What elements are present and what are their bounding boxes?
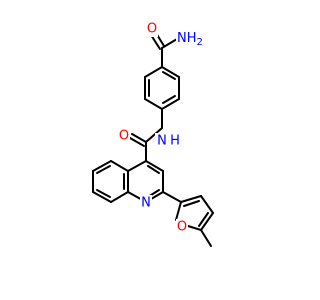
atom-mid-carbonyl-oxygen: O: [118, 128, 130, 144]
bond-mid-carbonyl-double-a: [131, 133, 147, 143]
benzo-inner-double-1: [96, 165, 111, 174]
atom-labels: O NH2 O N H N O: [118, 21, 206, 235]
atom-label-o-furan: O: [177, 220, 187, 235]
bond-top-carbonyl-double-b: [150, 34, 161, 50]
benzo-bond-c4a-c5: [110, 160, 129, 172]
molecule-canvas: O NH2 O N H N O: [92, 21, 214, 247]
benzene-bond-3: [161, 98, 180, 110]
furan-bond-c4-c5: [200, 212, 214, 231]
bonds: [92, 32, 214, 247]
atom-mid-amide-nh: N H: [155, 133, 180, 149]
atom-label-o-mid: O: [119, 129, 129, 144]
benzo-inner-double-2: [96, 189, 111, 198]
bond-furan-methyl: [200, 229, 212, 247]
molecule-structure-drawing: O NH2 O N H N O: [92, 21, 214, 247]
quinoline-bond-c4a-c4: [127, 160, 147, 172]
benzene-bond-6: [144, 66, 163, 78]
quinoline-bond-c4-c3: [145, 160, 164, 172]
atom-top-amine-nh2: NH2: [176, 30, 206, 48]
quinoline-inner-double-1: [147, 165, 160, 174]
atom-label-o-top: O: [147, 22, 157, 37]
furan-bond-c2-c3: [180, 195, 202, 203]
atom-label-n-quinoline: N: [141, 196, 151, 211]
benzo-bond-c5-c6: [92, 160, 112, 172]
benzene-bond-1: [161, 66, 180, 78]
furan-inner-double-1: [183, 200, 200, 207]
atom-label-h-mid: H: [170, 134, 180, 149]
furan-bond-c3-c4: [200, 195, 214, 214]
benzo-bond-c7-c8: [92, 191, 112, 203]
benzo-bond-c8-c8a: [110, 191, 129, 203]
atom-label-n-mid: N: [157, 134, 167, 149]
furan-bond-c5-o: [187, 225, 202, 231]
atom-furan-oxygen: O: [176, 219, 188, 235]
bond-mid-carbonyl-double-b: [129, 137, 145, 147]
benzene-inner-double-2: [162, 95, 176, 104]
bond-top-c-n: [161, 38, 178, 49]
atom-top-carbonyl-oxygen: O: [146, 21, 158, 37]
bond-nh-carbonyl-c: [145, 127, 163, 143]
furan-bond-o-c2: [175, 201, 182, 221]
furan-inner-double-2: [198, 212, 209, 227]
benzene-inner-double-1: [162, 71, 176, 80]
bond-quinoline-furan: [162, 191, 182, 203]
atom-label-nh2: NH2: [177, 31, 203, 48]
benzene-bond-4: [144, 98, 163, 110]
atom-quinoline-nitrogen: N: [140, 195, 152, 211]
